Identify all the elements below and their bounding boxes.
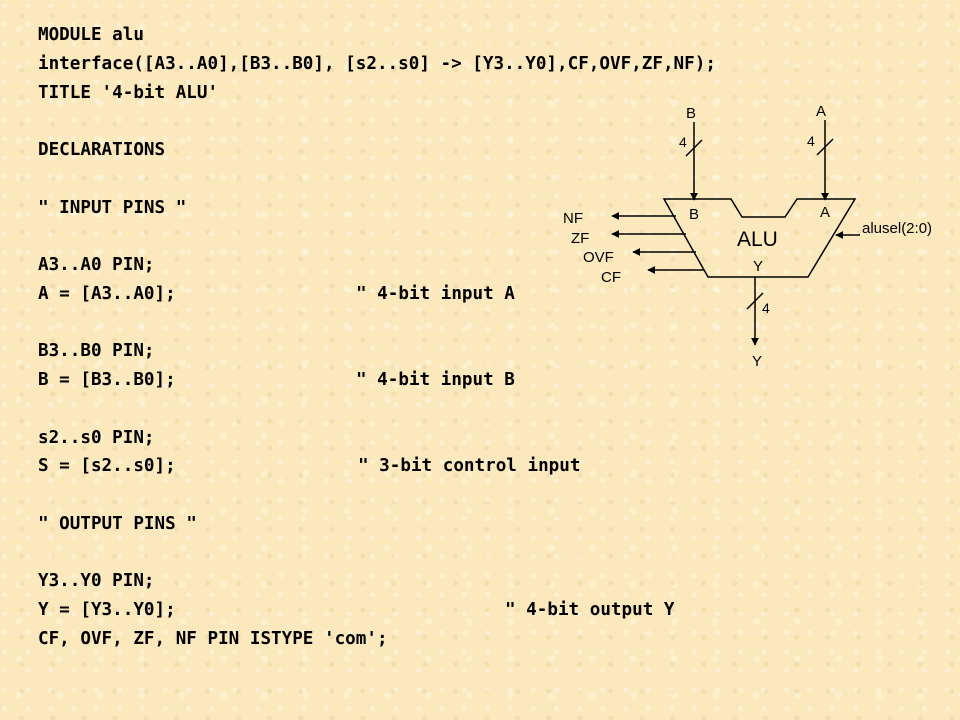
flag-nf-label: NF	[563, 210, 583, 227]
port-y-label: Y	[753, 258, 763, 275]
bus-slash-y	[746, 292, 764, 310]
code-text: B3..B0 PIN;	[38, 341, 155, 362]
code-text: CF, OVF, ZF, NF PIN ISTYPE 'com';	[38, 628, 388, 649]
code-text: interface([A3..A0],[B3..B0], [s2..s0] ->…	[38, 53, 716, 74]
alu-block-shape	[662, 198, 857, 278]
output-y-label: Y	[752, 353, 762, 370]
code-line: CF, OVF, ZF, NF PIN ISTYPE 'com';	[38, 625, 716, 654]
code-comment: " 3-bit control input	[358, 456, 581, 477]
control-label: alusel(2:0)	[862, 220, 932, 237]
code-listing: MODULE alu interface([A3..A0],[B3..B0], […	[38, 21, 716, 654]
code-line: " OUTPUT PINS "	[38, 510, 716, 539]
code-text: S = [s2..s0];	[38, 456, 176, 477]
port-b-label: B	[689, 206, 699, 223]
flag-zf-label: ZF	[571, 230, 589, 247]
code-line: B = [B3..B0]; " 4-bit input B	[38, 366, 716, 395]
code-text: Y = [Y3..Y0];	[38, 600, 176, 620]
code-line: S = [s2..s0]; " 3-bit control input	[38, 452, 716, 481]
bus-slash-b	[685, 139, 703, 157]
code-line: B3..B0 PIN;	[38, 337, 716, 366]
code-line: DECLARATIONS	[38, 136, 716, 165]
code-text: TITLE '4-bit ALU'	[38, 82, 219, 103]
code-text: B = [B3..B0];	[38, 370, 176, 390]
code-line: Y = [Y3..Y0]; " 4-bit output Y	[38, 596, 716, 625]
code-text: s2..s0 PIN;	[38, 427, 155, 448]
code-text: A3..A0 PIN;	[38, 255, 155, 275]
code-comment: " 4-bit input B	[356, 370, 515, 390]
port-a-label: A	[820, 204, 830, 221]
flag-ovf-label: OVF	[583, 249, 614, 266]
bus-width-b: 4	[679, 134, 687, 150]
bus-width-a: 4	[807, 133, 815, 149]
input-a-label: A	[816, 103, 826, 120]
bus-slash-a	[816, 138, 834, 156]
code-line: " INPUT PINS "	[38, 194, 716, 223]
code-line: s2..s0 PIN;	[38, 424, 716, 453]
code-text: MODULE alu	[38, 25, 144, 45]
alu-block-label: ALU	[737, 228, 778, 251]
code-text: " INPUT PINS "	[38, 197, 187, 218]
code-comment: " 4-bit output Y	[505, 600, 675, 620]
flag-cf-label: CF	[601, 269, 621, 286]
code-text: Y3..Y0 PIN;	[38, 571, 155, 592]
code-line: Y3..Y0 PIN;	[38, 567, 716, 596]
code-comment: " 4-bit input A	[356, 283, 515, 304]
code-text: A = [A3..A0];	[38, 283, 176, 304]
code-line: A = [A3..A0]; " 4-bit input A	[38, 280, 716, 309]
code-line: A3..A0 PIN;	[38, 251, 716, 280]
code-text: DECLARATIONS	[38, 140, 166, 160]
bus-width-y: 4	[762, 300, 770, 316]
input-b-label: B	[686, 105, 696, 122]
code-line: interface([A3..A0],[B3..B0], [s2..s0] ->…	[38, 50, 716, 79]
code-line: MODULE alu	[38, 21, 716, 50]
code-line: TITLE '4-bit ALU'	[38, 79, 716, 108]
code-text: " OUTPUT PINS "	[38, 513, 197, 534]
